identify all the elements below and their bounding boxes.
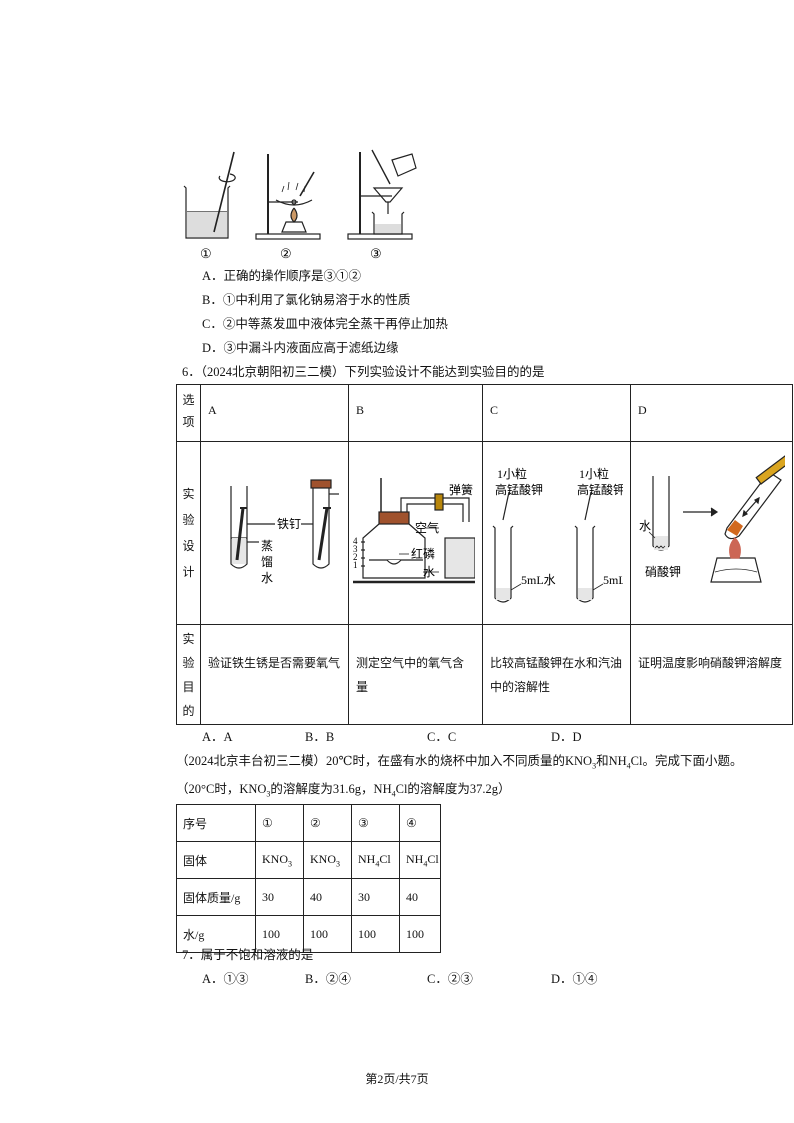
label-water-b: 水 bbox=[423, 565, 435, 579]
q7-option-d: D．①④ bbox=[551, 972, 598, 986]
fig-label-3: ③ bbox=[370, 246, 382, 261]
row-header-option: 选项 bbox=[182, 393, 195, 429]
t7-header-1: ① bbox=[255, 804, 304, 842]
label-5ml: 5mL bbox=[603, 573, 623, 587]
mark-3: 3 bbox=[353, 544, 358, 554]
figure-a-iron-rust: 铁钉 干燥 蒸 馏 水 bbox=[230, 479, 348, 585]
label-distilled-2: 馏 bbox=[261, 555, 273, 569]
purpose-d: 证明温度影响硝酸钾溶解度 bbox=[630, 624, 793, 725]
col-header-d: D bbox=[630, 384, 793, 442]
q6-answer-b: B．B bbox=[305, 730, 335, 744]
fig-label-1: ① bbox=[200, 246, 212, 261]
mark-2: 2 bbox=[353, 552, 358, 562]
label-c-kmno4-1: 高锰酸钾 bbox=[495, 482, 543, 497]
label-iron-nail: 铁钉 bbox=[277, 517, 301, 531]
q7-stem: 7．属于不饱和溶液的是 bbox=[182, 948, 314, 962]
q5-option-a: A．正确的操作顺序是③①② bbox=[202, 269, 362, 283]
q6-stem: 6．（2024北京朝阳初三二模）下列实验设计不能达到实验目的的是 bbox=[182, 365, 545, 379]
q7-option-c: C．②③ bbox=[427, 972, 473, 986]
label-5ml-water: 5mL水 bbox=[521, 573, 556, 587]
t7-header-index: 序号 bbox=[176, 804, 256, 842]
row-header-design: 实验设计 bbox=[182, 487, 195, 579]
t7-header-3: ③ bbox=[351, 804, 400, 842]
t7-cell: 30 bbox=[255, 878, 304, 916]
t7-row-water-label: 水/g bbox=[176, 915, 256, 953]
q5-option-b: B．①中利用了氯化钠易溶于水的性质 bbox=[202, 293, 411, 307]
figure-c-solubility: 1小粒 高锰酸钾 1小粒 高锰酸钾 5mL水 5mL bbox=[492, 466, 626, 603]
mark-1: 1 bbox=[353, 560, 358, 570]
t7-row-solid-label: 固体 bbox=[176, 841, 256, 879]
col-header-a: A bbox=[200, 384, 349, 442]
t7-cell: 30 bbox=[351, 878, 400, 916]
figure-b-oxygen-content: 弹簧 空气 红磷 水 4 3 2 1 bbox=[353, 478, 476, 584]
purpose-b: 测定空气中的氧气含量 bbox=[348, 624, 483, 725]
t7-cell: KNO3 bbox=[303, 841, 352, 879]
purpose-a: 验证铁生锈是否需要氧气 bbox=[200, 624, 349, 725]
t7-cell: 40 bbox=[303, 878, 352, 916]
label-distilled-1: 蒸 bbox=[261, 539, 273, 553]
q6-answer-d: D．D bbox=[551, 730, 582, 744]
label-air: 空气 bbox=[415, 520, 439, 535]
t7-cell: NH4Cl bbox=[399, 841, 441, 879]
label-c-kmno4-2: 高锰酸钾 bbox=[577, 482, 623, 497]
purpose-c: 比较高锰酸钾在水和汽油中的溶解性 bbox=[482, 624, 631, 725]
page-footer: 第2页/共7页 bbox=[365, 1072, 429, 1086]
t7-header-2: ② bbox=[303, 804, 352, 842]
q7-data-table: 序号 ① ② ③ ④ 固体 KNO3 KNO3 NH4Cl NH4Cl 固体质量… bbox=[176, 804, 441, 953]
q5-option-d: D．③中漏斗内液面应高于滤纸边缘 bbox=[202, 341, 399, 355]
q5-apparatus-figure: ① ② ③ bbox=[183, 149, 417, 261]
label-c-grain-2: 1小粒 bbox=[579, 466, 609, 481]
t7-row-mass-label: 固体质量/g bbox=[176, 878, 256, 916]
t7-cell: NH4Cl bbox=[351, 841, 400, 879]
label-water-d: 水 bbox=[639, 519, 651, 533]
t7-cell: 100 bbox=[255, 915, 304, 953]
filtration-setup bbox=[347, 149, 417, 240]
col-header-c: C bbox=[482, 384, 631, 442]
q6-table: 选项 A B C D 实验设计 bbox=[176, 384, 793, 725]
label-red-phosphorus: 红磷 bbox=[411, 546, 435, 561]
q6-answer-c: C．C bbox=[427, 730, 457, 744]
figure-d-heating: 水 硝酸钾 bbox=[639, 455, 791, 583]
evaporation-setup bbox=[255, 154, 321, 240]
q7-option-b: B．②④ bbox=[305, 972, 351, 986]
fig-label-2: ② bbox=[280, 246, 292, 261]
label-c-grain-1: 1小粒 bbox=[497, 466, 527, 481]
label-distilled-3: 水 bbox=[261, 571, 273, 585]
t7-cell: 100 bbox=[303, 915, 352, 953]
row-header-purpose: 实验目的 bbox=[182, 631, 195, 718]
q5-option-c: C．②中等蒸发皿中液体完全蒸干再停止加热 bbox=[202, 317, 448, 331]
mark-4: 4 bbox=[353, 536, 358, 546]
col-header-b: B bbox=[348, 384, 483, 442]
t7-cell: KNO3 bbox=[255, 841, 304, 879]
label-kno3: 硝酸钾 bbox=[645, 564, 681, 579]
t7-cell: 100 bbox=[351, 915, 400, 953]
label-spring-clip: 弹簧 bbox=[449, 482, 473, 497]
q6-answer-a: A．A bbox=[202, 730, 233, 744]
intro-line-2: （20°C时，KNO3的溶解度为31.6g，NH4Cl的溶解度为37.2g） bbox=[176, 782, 511, 799]
t7-header-4: ④ bbox=[399, 804, 441, 842]
q7-option-a: A．①③ bbox=[202, 972, 249, 986]
beaker-dissolving bbox=[183, 151, 236, 239]
intro-line-1: （2024北京丰台初三二模）20℃时，在盛有水的烧杯中加入不同质量的KNO3和N… bbox=[176, 754, 743, 771]
t7-cell: 100 bbox=[399, 915, 441, 953]
t7-cell: 40 bbox=[399, 878, 441, 916]
